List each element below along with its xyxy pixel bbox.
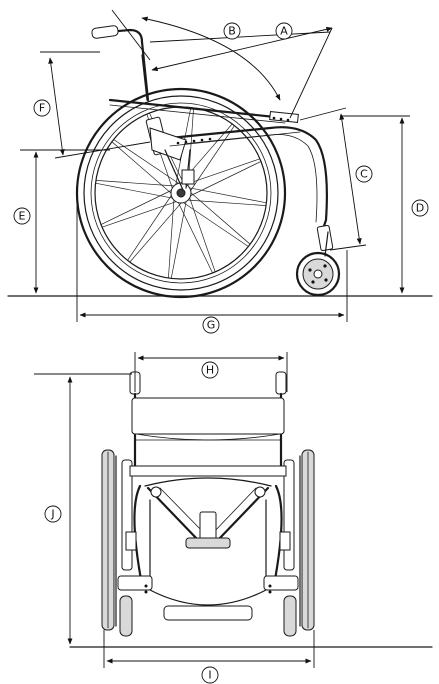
dimension-label-j: J <box>44 505 62 523</box>
wheel-spoke <box>95 180 178 187</box>
right-push-handle-icon <box>275 371 287 395</box>
push-rim <box>90 102 272 284</box>
wheel-spoke <box>182 158 261 186</box>
camber-bracket <box>149 127 187 161</box>
backrest-upholstery-front <box>131 397 285 435</box>
wheel-spoke <box>127 192 174 261</box>
wheel-spoke <box>170 198 188 279</box>
brace-hinge <box>185 537 231 549</box>
svg-text:A: A <box>280 25 288 38</box>
wheel-spoke <box>188 194 216 273</box>
dimension-label-a: A <box>275 22 293 40</box>
caster-hub <box>313 269 323 279</box>
dimension-label-b: B <box>223 22 241 40</box>
wheel-spoke <box>176 199 213 274</box>
right-front-frame-tube <box>272 484 283 587</box>
svg-text:I: I <box>208 669 211 682</box>
svg-text:C: C <box>360 168 368 181</box>
svg-text:J: J <box>50 508 54 521</box>
caster-tire <box>295 251 341 297</box>
footrest-hanger <box>149 499 267 606</box>
dimension-f-line <box>48 57 65 156</box>
right-brake-icon <box>279 531 291 551</box>
seat-front-edge <box>129 465 287 477</box>
dimension-label-c: C <box>355 165 373 183</box>
svg-text:H: H <box>206 364 214 377</box>
dimension-c-line <box>339 113 362 245</box>
svg-text:G: G <box>207 319 216 332</box>
wheel-spoke <box>168 196 175 279</box>
side-view: A B C D E F G <box>7 9 433 334</box>
brake-block <box>181 169 195 185</box>
seat-rail <box>108 98 287 120</box>
right-caster-wheel <box>283 595 297 637</box>
front-left-rear-wheel <box>101 449 117 631</box>
dimension-label-f: F <box>33 99 51 117</box>
front-view: H J I <box>34 352 433 684</box>
wheel-spoke <box>111 141 174 196</box>
left-front-frame-tube <box>133 484 144 587</box>
frame-holes <box>176 116 290 145</box>
wheel-spoke <box>95 182 176 200</box>
svg-text:D: D <box>416 202 424 215</box>
svg-text:E: E <box>19 210 26 223</box>
cross-brace <box>146 486 270 549</box>
front-dimensions <box>34 352 315 668</box>
dimension-b-arc <box>141 16 281 101</box>
front-right-rear-wheel <box>299 449 315 631</box>
footplate <box>163 605 253 621</box>
seat-rail-clamp <box>269 111 299 123</box>
svg-text:F: F <box>39 102 45 115</box>
wheel-spoke <box>187 161 262 198</box>
svg-text:B: B <box>228 25 236 38</box>
wheel-spoke <box>186 186 267 204</box>
wheel-spoke <box>113 139 182 186</box>
dimension-label-e: E <box>13 207 31 225</box>
rear-wheel <box>75 87 287 299</box>
wheel-spoke <box>100 188 175 225</box>
front-frame-tube <box>168 126 328 234</box>
wheel-spoke <box>188 125 235 194</box>
dimension-label-h: H <box>201 361 219 379</box>
wheel-spoke <box>180 200 249 247</box>
push-handle-tube <box>93 28 150 102</box>
push-handle-grip <box>91 25 119 39</box>
left-caster-wheel <box>119 595 133 637</box>
front-left-caster <box>117 575 153 637</box>
dimension-label-i: I <box>201 666 219 684</box>
dimension-label-g: G <box>202 316 220 334</box>
dimension-a-line <box>151 26 333 72</box>
wheel-spoke <box>188 190 251 245</box>
left-brake-icon <box>125 531 137 551</box>
wheel-spoke <box>129 200 184 263</box>
rear-axle <box>176 188 186 198</box>
wheel-spoke <box>101 200 180 228</box>
caster-fork <box>316 224 334 252</box>
front-right-caster <box>263 575 299 637</box>
front-caster <box>295 224 341 297</box>
dimension-label-d: D <box>411 199 429 217</box>
wheel-spoke <box>184 199 267 206</box>
side-dimensions <box>20 9 410 322</box>
